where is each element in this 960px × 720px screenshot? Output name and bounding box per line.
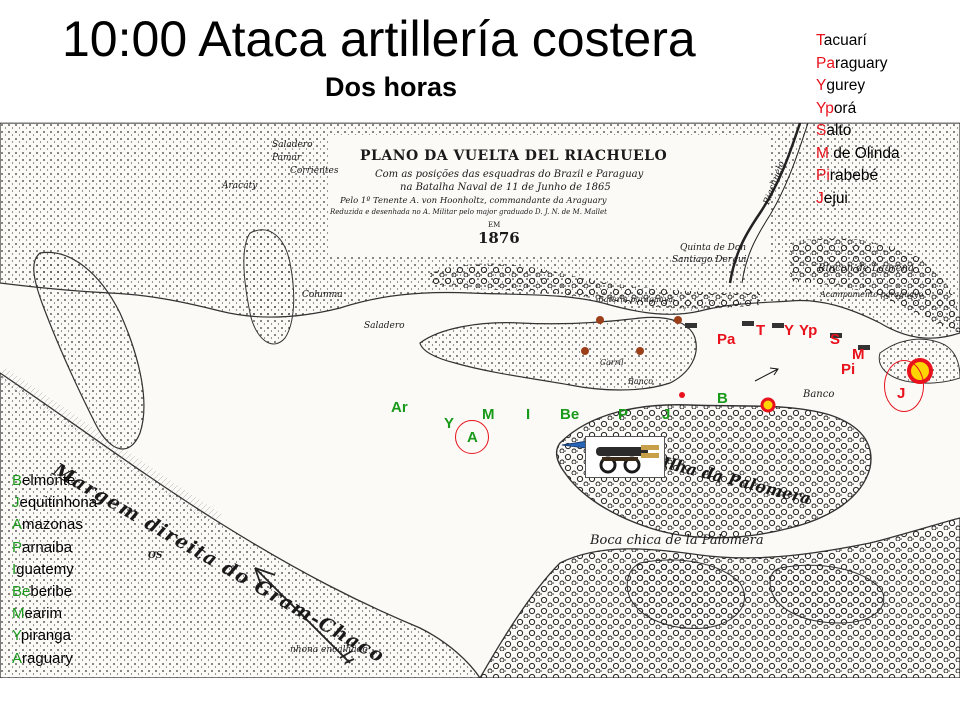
map-drawing: [0, 123, 960, 678]
brazilian-fleet-legend: Belmonte Jequitinhona Amazonas Parnaiba …: [12, 470, 97, 670]
battle-map: PLANO DA VUELTA DEL RIACHUELO Com as pos…: [0, 122, 960, 678]
page-subtitle: Dos horas: [325, 72, 458, 102]
plan-em: EM: [488, 221, 501, 229]
plan-year: 1876: [478, 229, 520, 247]
ship-label-pi: Pi: [841, 361, 856, 378]
ship-label-p: P: [618, 406, 629, 423]
place-pamar: Pamar: [272, 153, 302, 163]
legend-row-jequitinhona: Jequitinhona: [12, 494, 98, 512]
burst: [581, 347, 589, 355]
place-santiago: Santiago Dergui: [672, 255, 747, 265]
plan-line-4: Reduzida e desenhada no A. Militar pelo …: [330, 208, 607, 216]
burst: [674, 316, 682, 324]
legend-row-marques-de-olinda: M de Olinda: [816, 144, 900, 162]
plan-line-1: Com as posições das esquadras do Brazil …: [375, 169, 644, 180]
legend-row-ygurey: Ygurey: [816, 77, 866, 94]
riachuelo-creek: [728, 123, 802, 284]
legend-row-araguary: Araguary: [12, 649, 73, 667]
plan-cartouche: [330, 135, 770, 255]
place-columna: Columna: [302, 290, 343, 300]
place-corrientes: Corrientes: [290, 166, 339, 176]
ship-label-s: S: [830, 331, 841, 348]
ship-label-y: Y: [444, 415, 455, 432]
page-title: 10:00 Ataca artillería costera: [62, 11, 696, 67]
legend-row-tacuari: Tacuarí: [816, 32, 867, 49]
legend-row-parnaiba: Parnaiba: [12, 538, 73, 556]
place-saladero-top: Saladero: [272, 140, 313, 150]
ship-label-be: Be: [560, 406, 580, 423]
place-carril: Carril: [600, 358, 624, 367]
south-islets: [626, 559, 745, 629]
ship-label-t: T: [756, 322, 766, 339]
legend-row-belmonte: Belmonte: [12, 472, 76, 489]
ship-mark: [685, 323, 697, 328]
west-island: [33, 251, 145, 450]
highlight-ring-jejui: [884, 360, 924, 412]
legend-row-iguatemy: Iguatemy: [12, 560, 74, 578]
place-rincon: Rincon de Lagrena: [818, 263, 915, 274]
ship-mark: [830, 333, 842, 338]
bank-shading: [0, 367, 224, 527]
ship-label-ar: Ar: [391, 399, 408, 416]
paraguayan-ship-marks: [685, 321, 870, 350]
north-woods: [430, 263, 760, 309]
legend-row-jejui: Jejui: [816, 189, 848, 207]
movement-arrow: [754, 367, 779, 382]
coastal-artillery-cannon-icon: [585, 436, 665, 478]
ship-label-pa: Pa: [717, 331, 736, 348]
ship-label-m: M: [852, 346, 865, 363]
burst: [596, 316, 604, 324]
place-quinta: Quinta de Don: [680, 243, 747, 253]
plan-title: PLANO DA VUELTA DEL RIACHUELO: [360, 148, 668, 164]
ship-mark: [858, 345, 870, 350]
paraguayan-fleet-legend: Tacuarí Paraguary Ygurey Yporá Salto M d…: [816, 30, 900, 210]
legend-row-mearim: Mearim: [12, 605, 63, 623]
place-aracaty: Aracaty: [222, 181, 258, 191]
ship-label-b: B: [717, 390, 728, 407]
legend-row-amazonas: Amazonas: [12, 516, 83, 534]
burst: [636, 347, 644, 355]
legend-row-pirabebe: Pirabebé: [816, 167, 879, 184]
place-bateria: Bateria paraguaya: [598, 295, 674, 304]
ship-label-y: Y: [784, 322, 795, 339]
east-woods: [790, 238, 960, 333]
legend-row-paraguary: Paraguary: [816, 54, 888, 72]
place-os: OS: [148, 551, 163, 561]
place-banco-right: Banco: [803, 389, 835, 400]
place-encalhado: nhona encalhado: [290, 645, 368, 655]
ship-label-m: M: [482, 406, 495, 423]
ship-mark: [742, 321, 754, 326]
place-saladero-mid: Saladero: [364, 321, 405, 331]
plan-line-2: na Batalha Naval de 11 de Junho de 1865: [400, 182, 611, 193]
battery-peninsula: [419, 316, 697, 391]
middle-island: [243, 229, 295, 345]
legend-row-salto: Salto: [816, 122, 852, 139]
legend-row-beberibe: Beberibe: [12, 583, 73, 601]
burst: [679, 392, 685, 398]
place-banco-small: Banco: [628, 377, 654, 386]
legend-row-ypiranga: Ypiranga: [12, 627, 71, 645]
burst: [760, 397, 776, 413]
place-boca: Boca chica de la Palomera: [590, 533, 764, 548]
ship-label-i: I: [526, 406, 531, 423]
current-arrow: [254, 567, 355, 664]
legend-row-ypora: Yporá: [816, 99, 857, 117]
ship-label-j: J: [897, 385, 906, 402]
ship-label-j: J: [662, 406, 671, 423]
ship-label-a: A: [467, 429, 478, 446]
plan-line-3: Pelo 1º Tenente A. von Hoonholtz, comman…: [340, 196, 607, 206]
ship-mark: [772, 323, 784, 328]
ship-label-yp: Yp: [799, 322, 818, 339]
place-acampamento: Acampamento paraguayo: [820, 290, 924, 299]
highlight-ring-amazonas: [455, 420, 489, 454]
